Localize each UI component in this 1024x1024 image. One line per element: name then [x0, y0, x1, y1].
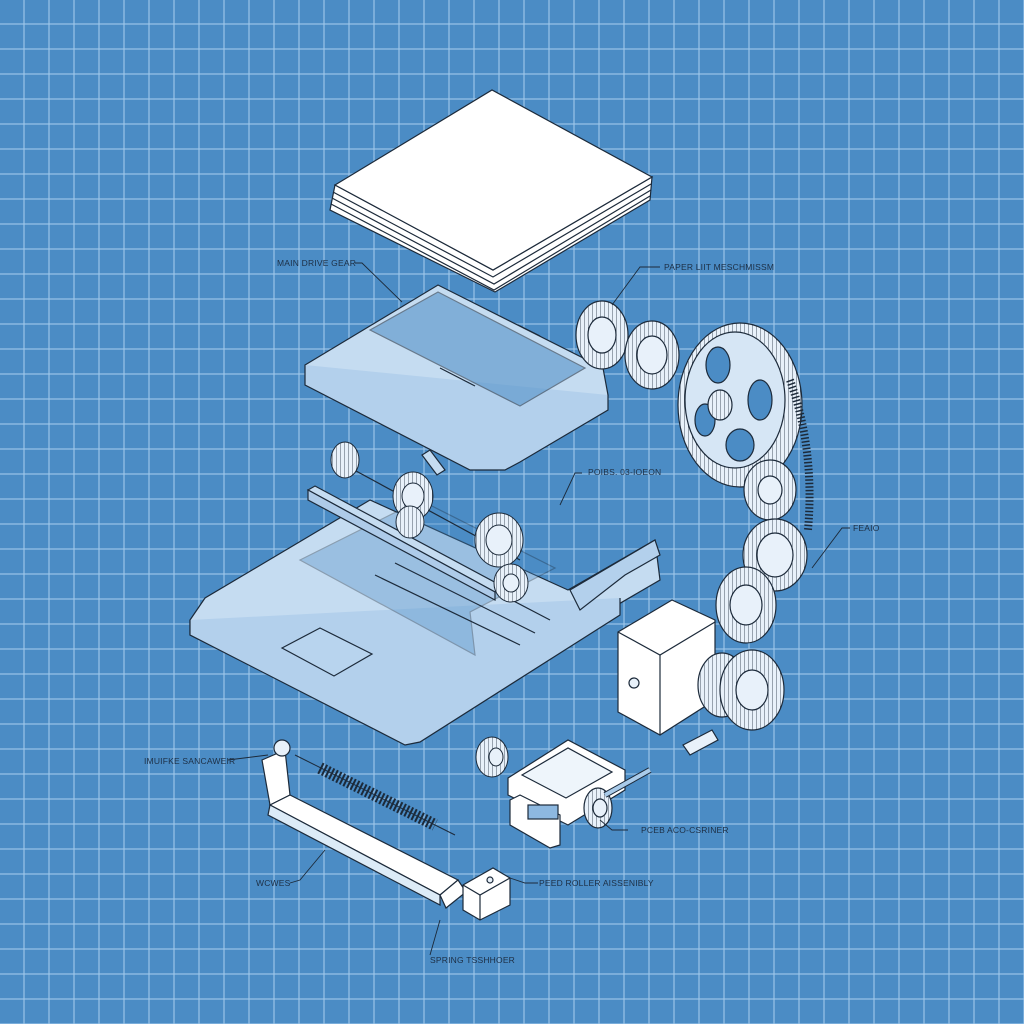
label-spring-tensioner: SPRING TSSHHOER — [430, 955, 516, 965]
base-tray — [189, 499, 661, 746]
label-feed-roller-assembly: PEED ROLLER AISSENIBLY — [539, 878, 654, 888]
leader-lines — [227, 262, 850, 956]
label-paper-lift-mechanism: PAPER LIIT MESCHMISSM — [664, 262, 775, 272]
paper-stack — [329, 89, 654, 293]
label-feaio: FEAIO — [853, 523, 880, 533]
top-frame — [304, 284, 609, 471]
label-feed-aco-corner: PCEB ACO-CSRINER — [641, 825, 729, 835]
tensioner-bracket — [261, 739, 467, 909]
motor-housing — [617, 599, 785, 756]
feed-block — [507, 739, 652, 849]
label-imuike-sancamer: IMUIFKE SANCAWEIR — [144, 756, 236, 766]
label-rails: POIBS. 03-IOEON — [588, 467, 662, 477]
label-wcwes: WCWES — [256, 878, 291, 888]
small-gear — [475, 736, 509, 778]
shaft-gears — [330, 441, 529, 603]
spring — [294, 754, 456, 836]
label-main-drive-gear: MAIN DRIVE GEAR — [277, 258, 357, 268]
roller-clamp — [462, 867, 511, 921]
frame-connector — [421, 449, 446, 476]
gear-train — [575, 300, 814, 644]
